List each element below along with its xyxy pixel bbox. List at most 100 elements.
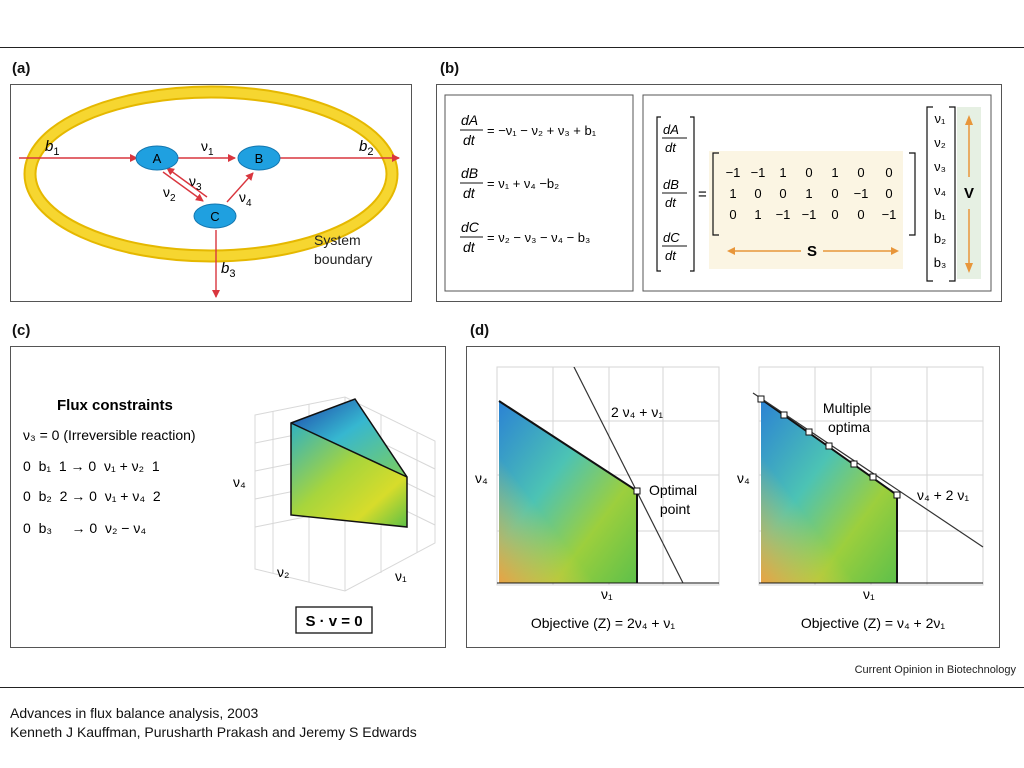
equation-box — [295, 606, 373, 634]
flux-vector-label: V — [964, 185, 974, 202]
flux-vector-entry: ν₂ — [934, 135, 946, 150]
node-a-label: A — [153, 151, 162, 166]
right-ylabel: ν₄ — [737, 470, 750, 486]
multiple-optima-label: Multiple optima — [823, 400, 875, 435]
equation-db: dB dt = ν₁ + ν₄ −b₂ — [460, 165, 559, 201]
polytope-front-face — [291, 423, 407, 527]
journal-credit: Current Opinion in Biotechnology — [854, 664, 1016, 676]
matrix-cell: 0 — [831, 186, 838, 201]
matrix-cell: 0 — [831, 207, 838, 222]
caption-line-1: Advances in flux balance analysis, 2003 — [10, 705, 259, 721]
flux-vector-entry: ν₄ — [934, 183, 946, 198]
matrix-cell: 0 — [805, 165, 812, 180]
flux-vector-entry: ν₃ — [934, 159, 946, 174]
constraint-1: ν₃ = 0 (Irreversible reaction) — [23, 427, 196, 443]
polytope-top-face — [291, 399, 407, 477]
stoichiometry-diagram: dA dt = −ν₁ − ν₂ + ν₃ + b₁ dB dt = ν₁ + … — [444, 94, 992, 292]
svg-text:= ν₁ + ν₄ −b₂: = ν₁ + ν₄ −b₂ — [487, 176, 559, 191]
v1-label: ν1 — [201, 138, 214, 158]
matrix-cell: 0 — [779, 186, 786, 201]
top-rule — [0, 47, 1024, 48]
matrix-cell: 1 — [831, 165, 838, 180]
constraints-title: Flux constraints — [57, 397, 173, 414]
panel-c-label: (c) — [12, 322, 31, 339]
node-b-label: B — [255, 151, 264, 166]
b2-label: b2 — [359, 138, 373, 158]
svg-text:dA: dA — [663, 122, 679, 137]
caption: Advances in flux balance analysis, 2003 … — [10, 704, 417, 742]
b1-label: b1 — [45, 138, 59, 158]
caption-line-2: Kenneth J Kauffman, Purusharth Prakash a… — [10, 724, 417, 740]
svg-text:dC: dC — [461, 219, 480, 235]
flux-vector: ν₁ ν₂ ν₃ ν₄ b₁ b₂ b₃ — [934, 111, 947, 270]
axis-v2-label: ν₂ — [277, 564, 289, 580]
axis-v4-label: ν₄ — [233, 474, 246, 490]
equation-box-text: S · v = 0 — [305, 613, 362, 630]
system-boundary-label: System boundary — [314, 232, 372, 267]
svg-text:dt: dt — [463, 239, 476, 255]
svg-text:= −ν₁ − ν₂ + ν₃ + b₁: = −ν₁ − ν₂ + ν₃ + b₁ — [487, 123, 597, 138]
matrix-cell: −1 — [802, 207, 817, 222]
flux-vector-entry: b₂ — [934, 231, 946, 246]
node-c — [193, 203, 237, 229]
s-matrix-background — [709, 151, 903, 269]
panel-d: 2 ν₄ + ν₁ Optimal point ν₄ ν₁ Objective … — [466, 346, 1000, 648]
matrix-cell: −1 — [776, 207, 791, 222]
panel-b: dA dt = −ν₁ − ν₂ + ν₃ + b₁ dB dt = ν₁ + … — [436, 84, 1002, 302]
equals-sign: = — [698, 186, 707, 203]
bottom-rule — [0, 687, 1024, 688]
panel-c: Flux constraints ν₃ = 0 (Irreversible re… — [10, 346, 446, 648]
polytope-outline — [290, 398, 408, 528]
flux-constraints-diagram: Flux constraints ν₃ = 0 (Irreversible re… — [23, 396, 436, 634]
matrix-cell: −1 — [726, 165, 741, 180]
network-diagram: A B C b1 ν1 b2 ν2 ν3 ν4 b3 System bounda… — [19, 85, 400, 298]
constraint-2: 0 b₁ 1 → 0 ν₁ + ν₂ 1 — [23, 458, 160, 474]
matrix-cell: 0 — [885, 186, 892, 201]
svg-text:= ν₂ − ν₃ − ν₄ − b₃: = ν₂ − ν₃ − ν₄ − b₃ — [487, 230, 590, 245]
node-b — [237, 145, 281, 171]
node-a — [135, 145, 179, 171]
matrix-cell: 1 — [729, 186, 736, 201]
left-optimal-point — [633, 487, 641, 495]
optimization-diagram: 2 ν₄ + ν₁ Optimal point ν₄ ν₁ Objective … — [475, 366, 984, 631]
panel-a: A B C b1 ν1 b2 ν2 ν3 ν4 b3 System bounda… — [10, 84, 412, 302]
left-ylabel: ν₄ — [475, 470, 488, 486]
v3-arrow — [166, 167, 208, 198]
matrix-cell: 1 — [805, 186, 812, 201]
s-matrix-label: S — [807, 243, 817, 260]
multiple-optima-points — [757, 395, 901, 499]
left-line-label: 2 ν₄ + ν₁ — [611, 404, 663, 420]
left-objective-label: Objective (Z) = 2ν₄ + ν₁ — [531, 615, 676, 631]
equation-dc: dC dt = ν₂ − ν₃ − ν₄ − b₃ — [460, 219, 590, 255]
panel-d-label: (d) — [470, 322, 490, 339]
svg-text:dt: dt — [463, 132, 476, 148]
matrix-cell: 0 — [885, 165, 892, 180]
right-objective-line — [752, 392, 984, 548]
svg-text:dB: dB — [663, 177, 679, 192]
svg-text:dt: dt — [665, 248, 677, 263]
svg-text:dB: dB — [461, 165, 478, 181]
flux-vector-entry: ν₁ — [935, 111, 947, 126]
constraint-3: 0 b₂ 2 → 0 ν₁ + ν₄ 2 — [23, 488, 161, 504]
flux-vector-entry: b₁ — [934, 207, 946, 222]
flux-vector-entry: b₃ — [934, 255, 947, 270]
panel-b-label: (b) — [440, 60, 460, 77]
matrix-cell: −1 — [882, 207, 897, 222]
svg-text:dt: dt — [665, 195, 677, 210]
matrix-cell: −1 — [854, 186, 869, 201]
svg-text:dt: dt — [665, 140, 677, 155]
svg-text:dt: dt — [463, 185, 476, 201]
left-objective-line — [573, 367, 684, 584]
b3-label: b3 — [221, 260, 235, 280]
matrix-cell: 0 — [729, 207, 736, 222]
right-line-label: ν₄ + 2 ν₁ — [917, 487, 969, 503]
matrix-cell: 1 — [779, 165, 786, 180]
left-xlabel: ν₁ — [601, 586, 613, 602]
matrix-cell: −1 — [751, 165, 766, 180]
equation-da: dA dt = −ν₁ − ν₂ + ν₃ + b₁ — [460, 112, 597, 148]
matrix-cell: 1 — [754, 207, 761, 222]
right-xlabel: ν₁ — [863, 586, 875, 602]
svg-text:dA: dA — [461, 112, 478, 128]
